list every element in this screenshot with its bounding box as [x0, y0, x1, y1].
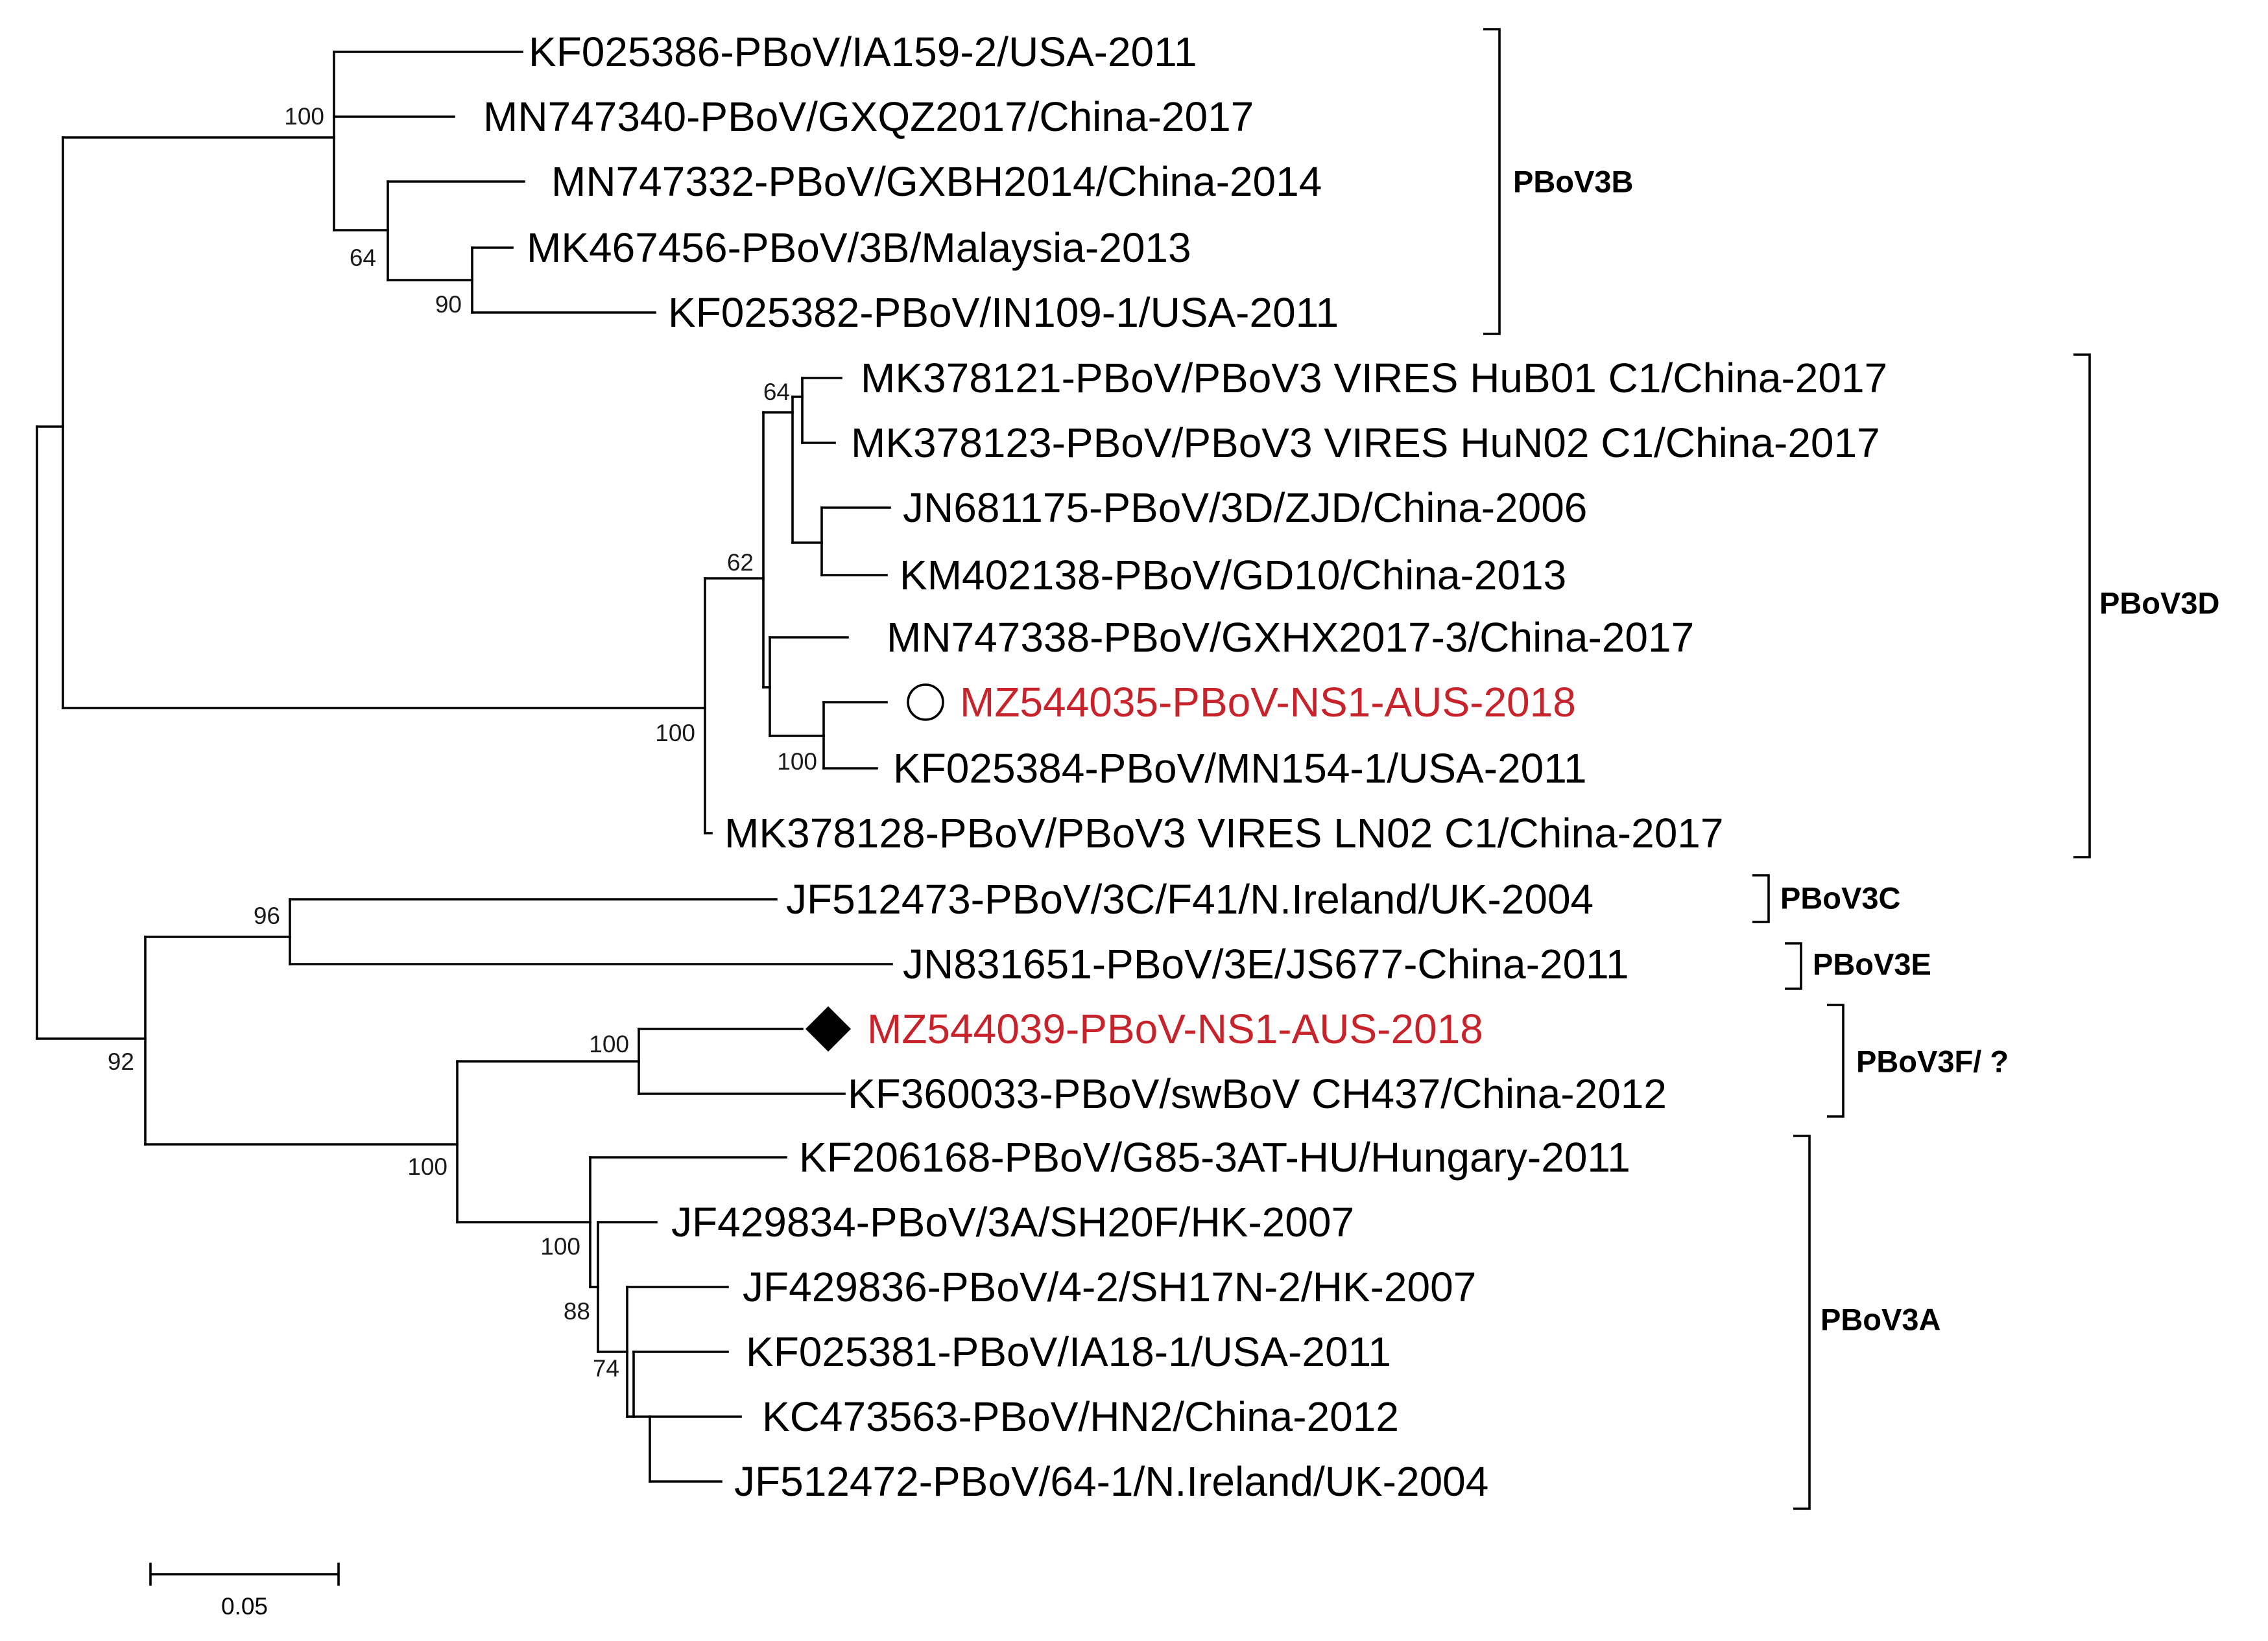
leaf-label: KF025382-PBoV/IN109-1/USA-2011: [668, 289, 1339, 336]
clade-label: PBoV3A: [1820, 1303, 1940, 1337]
leaf-label: MN747340-PBoV/GXQZ2017/China-2017: [483, 93, 1254, 140]
bootstrap-value: 100: [655, 720, 695, 746]
leaf-labels: KF025386-PBoV/IA159-2/USA-2011 MN747340-…: [483, 29, 1887, 1505]
clade-bracket: [1483, 28, 1501, 335]
scale-bar-label: 0.05: [221, 1593, 268, 1620]
leaf-label: JF512472-PBoV/64-1/N.Ireland/UK-2004: [734, 1458, 1488, 1505]
bootstrap-value: 88: [564, 1298, 590, 1325]
bootstrap-value: 64: [350, 244, 376, 271]
clade-bracket: [1752, 874, 1770, 923]
clade-bracket: [1793, 1135, 1811, 1510]
leaf-label: KF025381-PBoV/IA18-1/USA-2011: [746, 1328, 1391, 1375]
bootstrap-value: 100: [540, 1233, 580, 1260]
clade-label: PBoV3D: [2099, 586, 2219, 620]
bootstrap-value: 96: [254, 903, 280, 929]
leaf-label: MK378128-PBoV/PBoV3 VIRES LN02 C1/China-…: [724, 810, 1723, 856]
leaf-label-highlighted: MZ544035-PBoV-NS1-AUS-2018: [960, 679, 1576, 726]
bootstrap-value: 62: [727, 549, 754, 576]
bootstrap-value: 92: [108, 1048, 134, 1075]
bootstrap-value: 64: [763, 379, 790, 405]
bootstrap-value: 100: [777, 748, 817, 775]
leaf-label: KF360033-PBoV/swBoV CH437/China-2012: [848, 1070, 1667, 1117]
bootstrap-value: 90: [435, 291, 462, 318]
leaf-label: MK378123-PBoV/PBoV3 VIRES HuN02 C1/China…: [851, 419, 1880, 466]
leaf-label: MN747338-PBoV/GXHX2017-3/China-2017: [887, 614, 1694, 661]
bootstrap-values: 100 64 90 64 62 100 100 96 92 100 100 10…: [108, 103, 817, 1382]
leaf-label: MN747332-PBoV/GXBH2014/China-2014: [551, 158, 1322, 205]
leaf-label: JF429836-PBoV/4-2/SH17N-2/HK-2007: [743, 1264, 1476, 1310]
leaf-label: KM402138-PBoV/GD10/China-2013: [900, 552, 1566, 598]
leaf-label: MK467456-PBoV/3B/Malaysia-2013: [527, 224, 1191, 271]
leaf-label: MK378121-PBoV/PBoV3 VIRES HuB01 C1/China…: [861, 355, 1887, 401]
clade-label: PBoV3E: [1813, 947, 1931, 982]
leaf-label: KC473563-PBoV/HN2/China-2012: [762, 1393, 1399, 1440]
leaf-label: JN681175-PBoV/3D/ZJD/China-2006: [903, 484, 1587, 531]
leaf-label: KF206168-PBoV/G85-3AT-HU/Hungary-2011: [799, 1134, 1630, 1181]
bootstrap-value: 100: [407, 1153, 448, 1180]
clade-bracket: [1785, 942, 1802, 990]
leaf-label: JN831651-PBoV/3E/JS677-China-2011: [903, 941, 1629, 987]
scale-bar-line: [149, 1563, 340, 1586]
clade-label: PBoV3C: [1780, 881, 1900, 915]
scale-bar: 0.05: [149, 1563, 340, 1620]
bootstrap-value: 100: [589, 1031, 629, 1057]
bootstrap-value: 74: [593, 1355, 619, 1382]
leaf-label-highlighted: MZ544039-PBoV-NS1-AUS-2018: [867, 1006, 1483, 1052]
bootstrap-value: 100: [284, 103, 324, 130]
leaf-label: JF512473-PBoV/3C/F41/N.Ireland/UK-2004: [786, 876, 1594, 923]
clade-bracket: [1827, 1004, 1844, 1118]
clade-annotations: PBoV3B PBoV3D PBoV3C PBoV3E PBoV3F/ ? PB…: [1483, 28, 2219, 1510]
clade-bracket: [2073, 353, 2091, 858]
leaf-label: KF025386-PBoV/IA159-2/USA-2011: [529, 29, 1197, 75]
tree-branches: [36, 51, 893, 1483]
clade-label: PBoV3B: [1513, 165, 1633, 199]
filled-diamond-marker: [806, 1006, 851, 1052]
leaf-label: KF025384-PBoV/MN154-1/USA-2011: [893, 745, 1587, 792]
open-circle-marker: [907, 683, 944, 721]
leaf-label: JF429834-PBoV/3A/SH20F/HK-2007: [671, 1199, 1354, 1246]
clade-label: PBoV3F/ ?: [1856, 1045, 2009, 1079]
